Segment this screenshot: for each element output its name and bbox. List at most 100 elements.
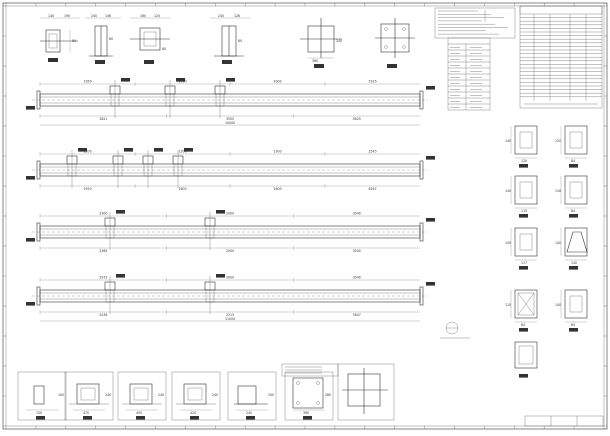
bottom-detail-5-dim-a: 240	[246, 411, 252, 415]
side-detail-7-tag	[519, 328, 528, 332]
beam-4-right-tag	[426, 282, 435, 286]
bottom-detail-5: 240 200	[227, 371, 277, 421]
bottom-detail-5-dim-b: 200	[268, 393, 274, 397]
beam-1-top-dim-4: 2915	[369, 80, 377, 84]
profile-table	[447, 37, 491, 111]
beam-2-tag-1	[78, 148, 87, 152]
beam-4-top-dim-2: 3000	[226, 276, 234, 280]
bottom-detail-2: 470 240	[64, 371, 114, 421]
side-detail-7-dim-a: 110	[505, 303, 511, 307]
bottom-detail-1: 150 100	[17, 371, 67, 421]
beam-1-tag-3	[226, 78, 235, 82]
beam-1-right-tag	[426, 86, 435, 90]
top-detail-1-dim-c: 80	[72, 39, 76, 43]
side-detail-4-dim-b: 84	[571, 209, 575, 213]
beam-3-top-dim-2: 2000	[226, 212, 234, 216]
beam-2-bottom-dim-2: 1600	[179, 187, 187, 191]
beam-2-right-tag	[426, 156, 435, 160]
beam-3-top-dim-1: 2300	[99, 212, 107, 216]
beam-4-left-tag	[26, 302, 35, 306]
beam-1-tag-2	[176, 78, 185, 82]
bottom-large-detail	[337, 363, 395, 421]
beam-2-tag-4	[184, 148, 193, 152]
title-block	[524, 415, 604, 427]
side-detail-4-tag	[569, 214, 578, 218]
beam-2-bottom-dim-4: 6167	[369, 187, 377, 191]
beam-1-top-dim-2: 2000	[179, 80, 187, 84]
side-detail-4: 116 84	[555, 175, 588, 218]
side-detail-5-dim-a: 150	[505, 241, 511, 245]
side-detail-6-tag	[569, 266, 578, 270]
beam-2-top-dim-2: 1300	[179, 150, 187, 154]
beam-3-left-tag	[26, 238, 35, 242]
beam-1-bottom-dim-3: 5625	[353, 117, 361, 121]
top-detail-5: 360 240	[300, 18, 342, 68]
bottom-detail-3-dim-b: 240	[158, 393, 164, 397]
side-detail-2-tag	[569, 164, 578, 168]
beam-1-total: 10000	[225, 121, 235, 125]
top-detail-3: 160 120 80	[130, 14, 170, 64]
side-detail-5-dim-b: 117	[521, 261, 527, 265]
top-detail-2-dim-a: 240	[91, 14, 97, 18]
beam-3-bottom-dim-2: 2000	[226, 249, 234, 253]
bottom-detail-6-dim-b: 280	[325, 393, 331, 397]
top-detail-4-dim-c: 80	[238, 39, 242, 43]
top-detail-4: 240 126 80	[210, 14, 250, 64]
bottom-detail-6-tag	[303, 416, 312, 420]
top-detail-2-dim-c: 80	[109, 37, 113, 41]
beam-1-bottom-dim-2: 3550	[226, 117, 234, 121]
beam-2-top-dim-1: 2200	[84, 150, 92, 154]
side-detail-1-tag	[519, 164, 528, 168]
bottom-detail-2-dim-b: 240	[105, 393, 111, 397]
bottom-detail-6-dim-a: 390	[303, 411, 309, 415]
top-detail-1-dim-b: 190	[64, 14, 70, 18]
top-detail-3-dim-c: 80	[162, 47, 166, 51]
top-detail-5-dim-a: 360	[312, 59, 318, 63]
side-detail-3-dim-a: 140	[505, 189, 511, 193]
top-detail-3-dim-a: 160	[140, 14, 146, 18]
side-detail-2-dim-b: 84	[571, 159, 575, 163]
side-details: 1401201208414011511684150117140140110841…	[505, 125, 588, 378]
bottom-detail-3-dim-a: 450	[136, 411, 142, 415]
bottom-detail-5-tag	[246, 416, 255, 420]
side-detail-3-tag	[519, 214, 528, 218]
beam-4-total: 11000	[225, 317, 235, 321]
bottom-detail-4-tag	[190, 416, 199, 420]
top-detail-2: 240 146 80	[85, 14, 121, 64]
side-detail-1-dim-a: 140	[505, 139, 511, 143]
beam-2-top-dim-4: 2545	[369, 150, 377, 154]
bottom-detail-6: 390 280	[284, 371, 334, 421]
beam-2-bottom-dim-3: 1600	[274, 187, 282, 191]
legend-table	[519, 5, 603, 109]
side-detail-extra	[514, 341, 538, 378]
side-detail-6-dim-b: 140	[571, 261, 577, 265]
bottom-notes-block	[281, 363, 339, 377]
side-detail-8-dim-a: 140	[555, 303, 561, 307]
beam-1-tag-1	[121, 78, 130, 82]
beam-2-left-tag	[26, 176, 35, 180]
beam-4-round-detail	[440, 321, 470, 339]
beam-4-tag-2	[216, 274, 225, 278]
beam-1-top-dim-3: 2000	[274, 80, 282, 84]
beam-4-bottom-dim-1: 2036	[99, 313, 107, 317]
bottom-detail-1-dim-a: 150	[36, 411, 42, 415]
bottom-detail-2-dim-a: 470	[83, 411, 89, 415]
beam-3-tag-2	[216, 210, 225, 214]
top-detail-6	[375, 18, 415, 68]
beam-2-bottom-dim-1: 1950	[84, 187, 92, 191]
side-detail-8-dim-b: 84	[571, 323, 575, 327]
side-detail-4-dim-a: 116	[555, 189, 561, 193]
bottom-detail-1-dim-b: 100	[58, 393, 64, 397]
side-detail-5: 150 117	[505, 227, 538, 270]
